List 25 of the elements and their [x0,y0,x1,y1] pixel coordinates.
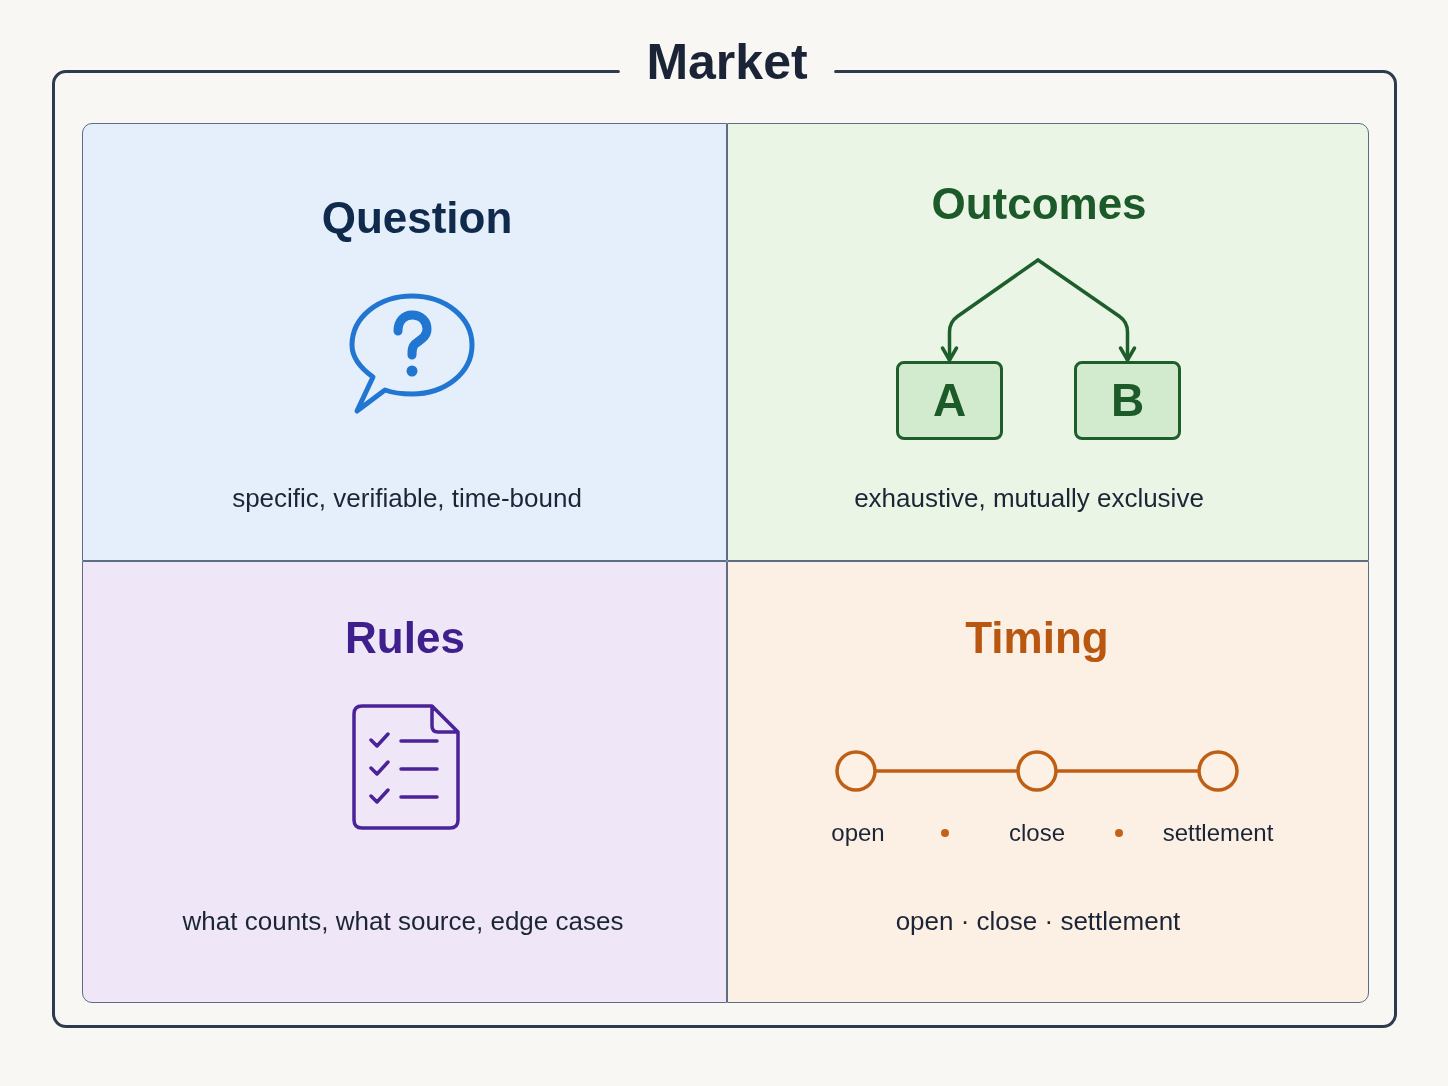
milestone-label: close [1009,819,1065,847]
quadrant-description: what counts, what source, edge cases [182,907,624,937]
connector-line [874,769,1019,773]
milestone-label: open [831,819,885,847]
quadrant-heading: Rules [345,612,465,664]
frame-title: Market [646,34,808,92]
quadrant-panel [727,561,1369,1003]
quadrant-heading: Question [321,192,513,244]
quadrant-description: specific, verifiable, time-bound [232,484,582,514]
quadrant-description: open · close · settlement [895,907,1181,937]
milestone-circle [1016,750,1058,792]
quadrant-heading: Outcomes [931,178,1147,230]
quadrant-panel [727,123,1369,561]
quadrant-panel [82,561,727,1003]
quadrant-panel [82,123,727,561]
connector-line [1055,769,1200,773]
milestone-label: settlement [1162,819,1274,847]
arrow [1036,258,1137,362]
arrow [940,258,1040,362]
quadrant-heading: Timing [965,612,1109,664]
milestone-circle [835,750,877,792]
quadrant-description: exhaustive, mutually exclusive [854,484,1204,514]
milestone-circle [1197,750,1239,792]
outcome-box: B [1074,361,1181,440]
outcome-box: A [896,361,1003,440]
